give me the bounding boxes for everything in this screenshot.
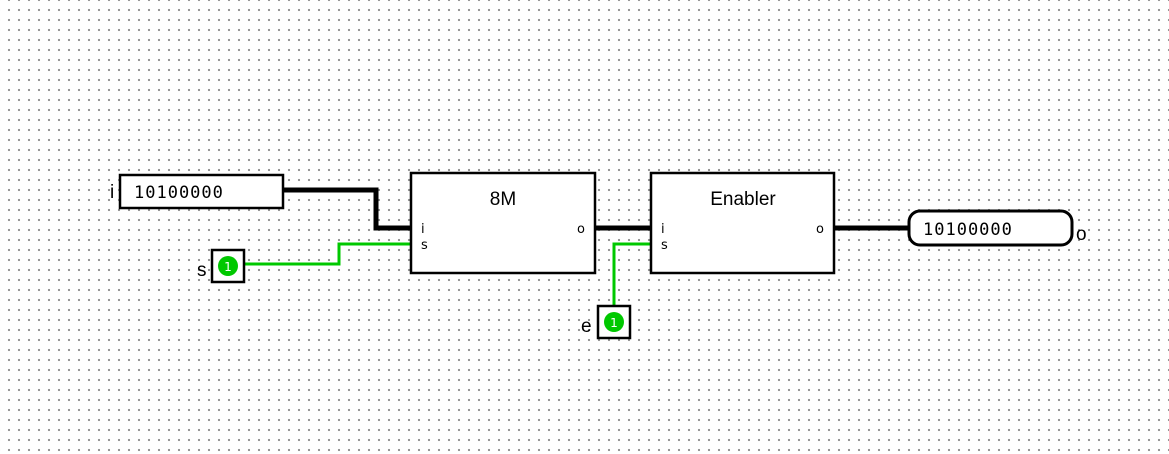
output-o-box[interactable] — [907, 209, 1074, 247]
component-8m-pin-s: s — [421, 238, 428, 253]
input-i-box[interactable] — [118, 173, 285, 210]
component-enabler-body[interactable] — [649, 171, 836, 275]
output-o-label: o — [1076, 224, 1087, 245]
wire-i-to-8m — [284, 187, 411, 231]
component-8m-title: 8M — [490, 189, 516, 210]
component-8m[interactable]: 8M i s o — [409, 171, 597, 275]
component-enabler-pin-i: i — [661, 222, 665, 237]
input-s-box[interactable] — [210, 248, 246, 284]
input-e-led — [604, 312, 624, 332]
input-e-value: 1 — [610, 316, 618, 330]
component-8m-pin-o: o — [577, 222, 585, 237]
input-pin-s[interactable]: s 1 — [197, 248, 246, 284]
component-enabler-pin-o: o — [816, 222, 824, 237]
input-s-label: s — [197, 260, 207, 281]
input-pin-i[interactable]: i 10100000 — [110, 173, 285, 210]
wire-s-to-8m — [240, 242, 411, 266]
component-enabler[interactable]: Enabler i s o — [649, 171, 836, 275]
output-o-value: 10100000 — [923, 220, 1013, 240]
component-enabler-pin-s: s — [661, 238, 668, 253]
input-s-led — [218, 256, 238, 276]
wires — [240, 187, 909, 306]
input-i-label: i — [110, 182, 114, 203]
input-s-value: 1 — [224, 260, 232, 274]
component-enabler-title: Enabler — [710, 189, 776, 210]
input-pin-e[interactable]: e 1 — [581, 304, 632, 340]
input-i-value: 10100000 — [134, 183, 224, 203]
component-8m-pin-i: i — [421, 222, 425, 237]
output-pin-o[interactable]: 10100000 o — [907, 209, 1087, 247]
component-8m-body[interactable] — [409, 171, 597, 275]
wire-e-to-enabler — [612, 242, 651, 306]
input-e-label: e — [581, 316, 592, 337]
